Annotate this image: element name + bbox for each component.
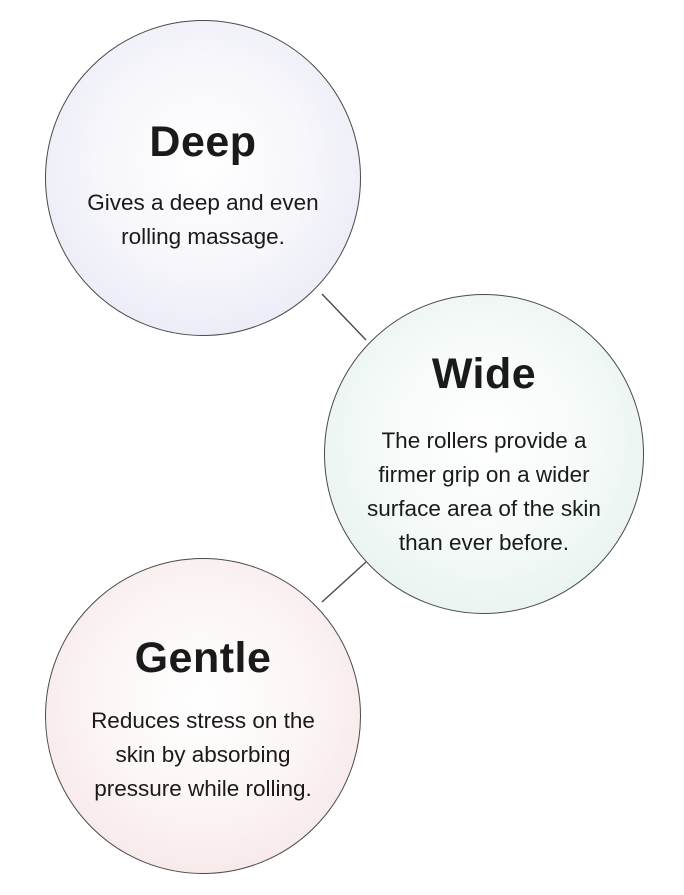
connector-deep-wide xyxy=(321,293,367,341)
feature-title-gentle: Gentle xyxy=(134,634,272,682)
feature-description-wide: The rollers provide a firmer grip on a w… xyxy=(367,428,601,555)
feature-description-gentle: Reduces stress on the skin by absorbing … xyxy=(91,708,315,801)
feature-bubble-wide: Wide The rollers provide a firmer grip o… xyxy=(324,294,644,614)
feature-description-deep: Gives a deep and even rolling massage. xyxy=(87,190,319,249)
feature-bubble-deep: Deep Gives a deep and even rolling massa… xyxy=(45,20,361,336)
feature-title-wide: Wide xyxy=(431,350,537,398)
connector-wide-gentle xyxy=(321,561,367,603)
feature-bubble-gentle: Gentle Reduces stress on the skin by abs… xyxy=(45,558,361,874)
feature-title-deep: Deep xyxy=(149,118,257,166)
